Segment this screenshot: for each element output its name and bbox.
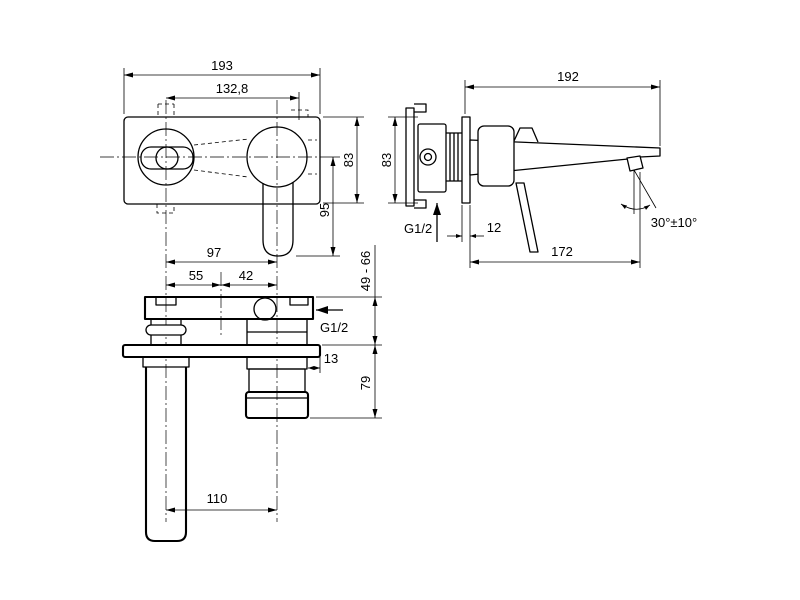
dim-hole-spacing: 132,8: [216, 81, 249, 96]
wall-plate-top: [121, 343, 322, 359]
hidden-body-outline: [156, 103, 317, 214]
dim-spout-reach: 172: [551, 244, 573, 259]
mixer-lever: [262, 182, 294, 257]
dim-installation-depth: 49 - 66: [358, 251, 373, 291]
wall-plate: [123, 116, 321, 205]
concealed-body: [417, 123, 447, 193]
diverter-knob-centre: [155, 146, 179, 170]
inlet-port-bore: [423, 152, 433, 162]
concealed-housing: [143, 295, 315, 321]
inlet-label-top: G1/2: [320, 320, 348, 335]
spout-connector-nut: [145, 324, 187, 336]
lever-side: [515, 182, 539, 253]
threaded-sleeve: [446, 132, 462, 182]
housing-lugs: [155, 297, 309, 306]
cartridge-cap: [244, 390, 310, 420]
dim-overall-width: 193: [211, 58, 233, 73]
mixer-body: [477, 125, 515, 187]
dim-lever-offset: 97: [207, 245, 221, 260]
dim-projection: 192: [557, 69, 579, 84]
dim-plate-height-side: 83: [379, 153, 394, 167]
dim-cartridge-depth: 79: [358, 376, 373, 390]
dim-plate-thickness: 12: [487, 220, 501, 235]
dim-spacing: 110: [207, 491, 228, 506]
spout-collar: [142, 356, 190, 368]
dim-spout-angle: 30°±10°: [651, 215, 697, 230]
diverter-opening: [137, 128, 195, 186]
aerator: [626, 155, 644, 172]
ext-lines-installation-depth: [316, 245, 382, 346]
dim-collar: 13: [324, 351, 338, 366]
side-view: 192 83 30°±10° G1/2 12 172: [379, 69, 697, 268]
dim-offset-a: 55: [189, 268, 203, 283]
inlet-port: [419, 148, 437, 166]
lever-base: [246, 126, 308, 188]
top-view: 97 55 42 49 - 66 G1/2 13: [121, 245, 382, 543]
spout-top: [144, 367, 188, 543]
dim-offset-b: 42: [239, 268, 253, 283]
dim-lever-length: 95: [317, 203, 332, 217]
lever-pivot: [513, 127, 539, 143]
inlet-port-top: [253, 297, 277, 321]
front-view: 193 132,8 83 95: [100, 58, 364, 522]
mounting-bracket: [405, 103, 427, 209]
inlet-label-side: G1/2: [404, 221, 432, 236]
angle-arc: [620, 203, 651, 210]
dim-plate-height: 83: [341, 153, 356, 167]
